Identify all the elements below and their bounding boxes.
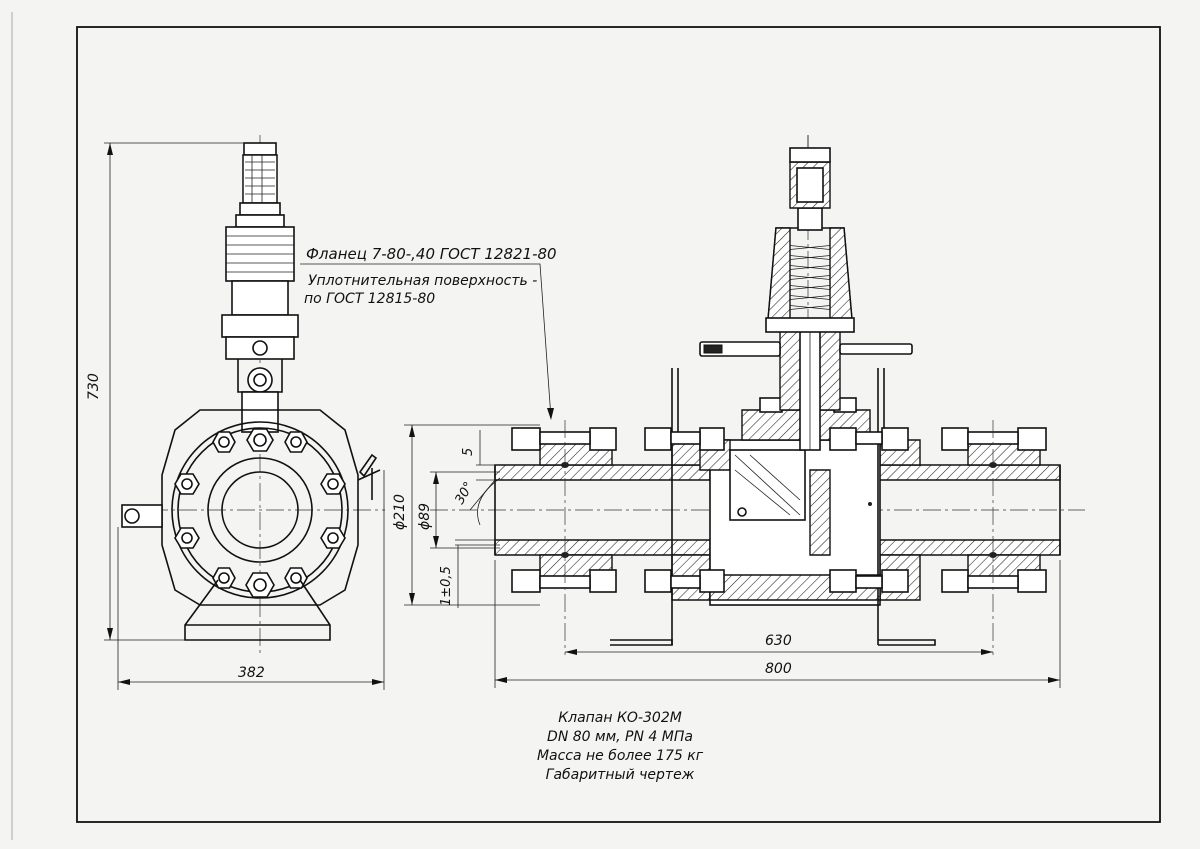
flange-bolts [174, 428, 346, 598]
flange-spec-label: Фланец 7-80-,40 ГОСТ 12821-80 [306, 245, 557, 263]
caption-line-2: DN 80 мм, PN 4 МПа [547, 729, 693, 745]
caption-line-1: Клапан КО-302М [558, 710, 682, 726]
side-view-dimensions [404, 424, 1061, 688]
dim-dia-210: ϕ210 [392, 494, 408, 530]
lever-right[interactable] [839, 343, 913, 355]
title-caption: Клапан КО-302М DN 80 мм, PN 4 МПа Масса … [537, 710, 704, 783]
spring-coil [784, 244, 836, 311]
sealing-surface-label-2: по ГОСТ 12815-80 [304, 291, 435, 307]
dim-5: 5 [461, 448, 476, 456]
sealing-surface-label-1: Уплотнительная поверхность - [308, 273, 537, 289]
dim-angle-30: 30° [452, 480, 477, 507]
dim-382: 382 [238, 665, 265, 681]
side-section-view [430, 135, 1085, 655]
bore-outer [207, 457, 313, 563]
drawing-frame [76, 26, 1161, 823]
flange-body [161, 409, 359, 606]
support-stand [184, 579, 331, 641]
dim-630: 630 [765, 633, 792, 649]
end-view-dimensions [104, 142, 385, 690]
bore-inner [221, 471, 299, 549]
dim-tolerance: 1±0,5 [439, 566, 454, 606]
dim-800: 800 [765, 661, 792, 677]
dim-dia-89: ϕ89 [417, 503, 433, 530]
flange-bolts-top [511, 427, 1047, 451]
caption-line-4: Габаритный чертеж [546, 767, 695, 783]
annotation-leader [300, 263, 552, 419]
caption-line-3: Масса не более 175 кг [537, 748, 704, 764]
end-view [121, 135, 385, 655]
dim-730: 730 [86, 373, 102, 400]
micrometer-scale [242, 154, 278, 204]
flange-bolts-bottom [511, 569, 1047, 593]
